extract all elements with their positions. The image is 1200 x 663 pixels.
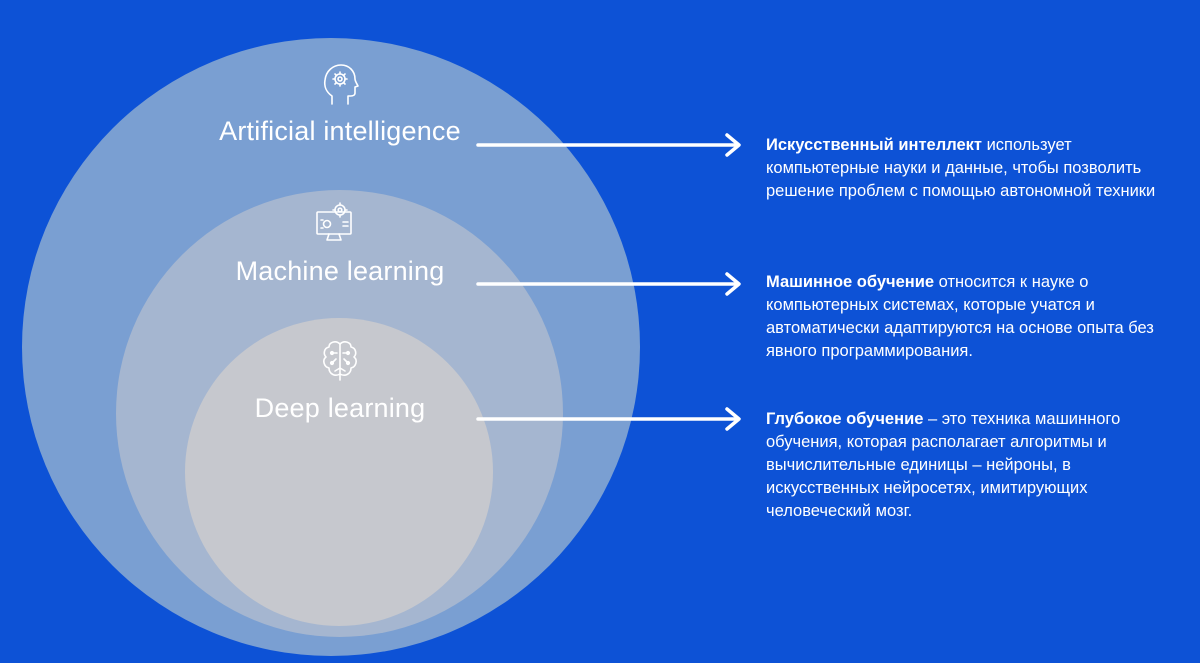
ml-description: Машинное обучение относится к науке о ко… <box>766 271 1186 363</box>
head-gear-icon <box>323 64 359 105</box>
dl-description-text: – это техника машинного обучения, котора… <box>766 410 1121 520</box>
brain-circuit-icon <box>323 341 357 381</box>
ml-arrow <box>476 272 741 296</box>
ml-description-text: относится к науке о компьютерных система… <box>766 273 1154 360</box>
ai-term: Искусственный интеллект <box>766 136 982 154</box>
ai-arrow <box>476 133 741 157</box>
ml-circle-label: Machine learning <box>235 256 445 286</box>
dl-circle-label: Deep learning <box>254 393 426 423</box>
ai-description-text: использует компьютерные науки и данные, … <box>766 136 1156 200</box>
dl-arrow <box>476 407 741 431</box>
ai-circle-label: Artificial intelligence <box>219 116 461 146</box>
ai-description: Искусственный интеллект использует компь… <box>766 134 1186 203</box>
ml-term: Машинное обучение <box>766 273 935 291</box>
computer-gear-icon <box>316 202 352 241</box>
dl-term: Глубокое обучение <box>766 410 924 428</box>
dl-description: Глубокое обучение – это техника машинног… <box>766 408 1186 523</box>
